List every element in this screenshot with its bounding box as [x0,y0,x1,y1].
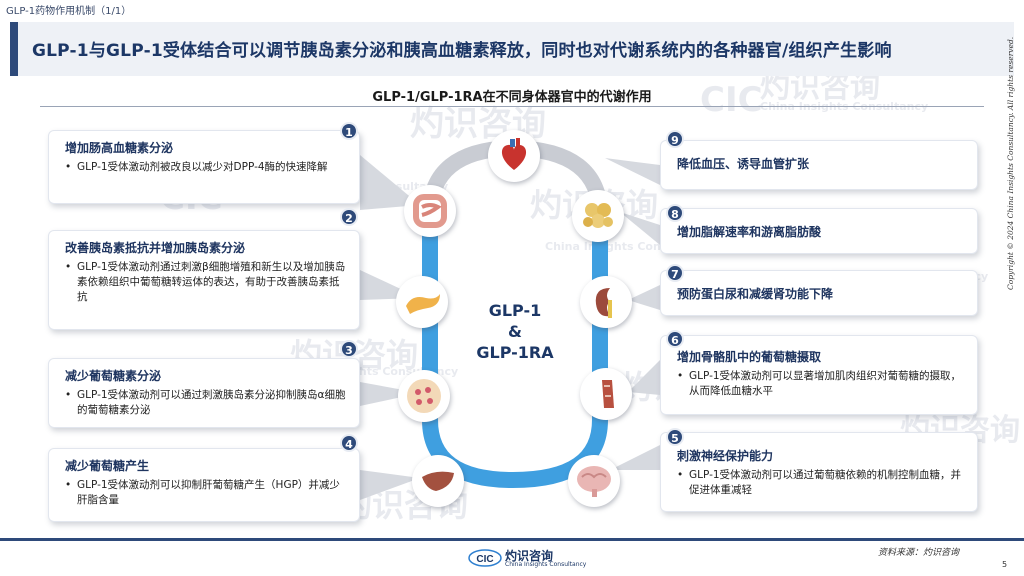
card-body: GLP-1受体激动剂可以通过葡萄糖依赖的机制控制血糖，并促进体重减轻 [677,468,965,498]
cic-logo-icon: CIC [468,549,502,567]
step-number-badge: 6 [666,330,684,348]
card-title: 降低血压、诱导血管扩张 [677,157,810,171]
card-title: 增加肠高血糖素分泌 [65,141,174,155]
step-number-badge: 2 [340,208,358,226]
effect-card-3: 减少葡萄糖素分泌 GLP-1受体激动剂可以通过刺激胰岛素分泌抑制胰岛α细胞的葡萄… [48,358,360,428]
card-title: 增加脂解速率和游离脂肪酸 [677,225,822,239]
intestine-icon [404,185,456,237]
card-body: GLP-1受体激动剂被改良以减少对DPP-4酶的快速降解 [65,160,347,175]
title-accent-bar [10,22,18,76]
step-number-badge: 3 [340,340,358,358]
liver-icon [412,455,464,507]
step-number-badge: 9 [666,130,684,148]
step-number-badge: 1 [340,122,358,140]
card-title: 减少葡萄糖素分泌 [65,369,162,383]
effect-card-9: 降低血压、诱导血管扩张 [660,140,978,190]
svg-text:CIC: CIC [476,554,493,565]
effect-card-2: 改善胰岛素抵抗并增加胰岛素分泌 GLP-1受体激动剂通过刺激β细胞增殖和新生以及… [48,230,360,330]
card-title: 减少葡萄糖产生 [65,459,150,473]
step-number-badge: 4 [340,434,358,452]
breadcrumb: GLP-1药物作用机制（1/1） [6,6,132,17]
step-number-badge: 8 [666,204,684,222]
page-number: 5 [1002,560,1008,569]
pancreas-icon [396,276,448,328]
pointer-wedge [360,382,420,406]
center-label: GLP-1 & GLP-1RA [470,300,560,363]
card-title: 增加骨骼肌中的葡萄糖摄取 [677,350,822,364]
pointer-wedge [628,285,660,310]
pointer-wedge [628,360,660,395]
pointer-wedge [610,445,660,470]
footer-divider [0,538,1024,541]
card-body: GLP-1受体激动剂可以显著增加肌肉组织对葡萄糖的摄取，从而降低血糖水平 [677,369,965,399]
pointer-wedge [360,155,420,210]
heart-icon [488,130,540,182]
copyright-notice: Copyright © 2024 China Insights Consulta… [1006,36,1015,290]
card-body: GLP-1受体激动剂通过刺激β细胞增殖和新生以及增加胰岛素依赖组织中葡萄糖转运体… [65,260,347,305]
brain-icon [568,455,620,507]
center-label-line2: & [508,322,522,341]
effect-card-1: 增加肠高血糖素分泌 GLP-1受体激动剂被改良以减少对DPP-4酶的快速降解 [48,130,360,204]
card-title: 改善胰岛素抵抗并增加胰岛素分泌 [65,241,246,255]
source-note: 资料来源：灼识咨询 [878,548,960,558]
title-band: GLP-1与GLP-1受体结合可以调节胰岛素分泌和胰高血糖素释放，同时也对代谢系… [10,22,1014,76]
card-body: GLP-1受体激动剂可以通过刺激胰岛素分泌抑制胰岛α细胞的葡萄糖素分泌 [65,388,347,418]
muscle-icon [580,368,632,420]
kidney-icon [580,276,632,328]
diagram-subtitle: GLP-1/GLP-1RA在不同身体器官中的代谢作用 [372,90,652,105]
ring-blue-arc [422,215,608,489]
pointer-wedge [360,470,420,500]
step-number-badge: 5 [666,428,684,446]
subtitle-divider [40,106,984,107]
effect-card-6: 增加骨骼肌中的葡萄糖摄取 GLP-1受体激动剂可以显著增加肌肉组织对葡萄糖的摄取… [660,335,978,415]
card-body: GLP-1受体激动剂可以抑制肝葡萄糖产生（HGP）并减少肝脂含量 [65,478,347,508]
center-label-line3: GLP-1RA [476,343,554,362]
effect-card-5: 刺激神经保护能力 GLP-1受体激动剂可以通过葡萄糖依赖的机制控制血糖，并促进体… [660,432,978,512]
effect-card-8: 增加脂解速率和游离脂肪酸 [660,208,978,254]
step-number-badge: 7 [666,264,684,282]
pointer-wedge [620,212,660,245]
page-title: GLP-1与GLP-1受体结合可以调节胰岛素分泌和胰高血糖素释放，同时也对代谢系… [32,41,892,61]
pointer-wedge [605,158,660,185]
footer-logo-subtext: China Insights Consultancy [505,561,587,568]
effect-card-7: 预防蛋白尿和减缓肾功能下降 [660,270,978,316]
card-title: 预防蛋白尿和减缓肾功能下降 [677,287,834,301]
effect-card-4: 减少葡萄糖产生 GLP-1受体激动剂可以抑制肝葡萄糖产生（HGP）并减少肝脂含量 [48,448,360,522]
fat-cells-icon [572,190,624,242]
card-title: 刺激神经保护能力 [677,449,774,463]
footer-logo-text: 灼识咨询 [505,549,554,563]
islet-cells-icon [398,370,450,422]
center-label-line1: GLP-1 [488,301,542,320]
